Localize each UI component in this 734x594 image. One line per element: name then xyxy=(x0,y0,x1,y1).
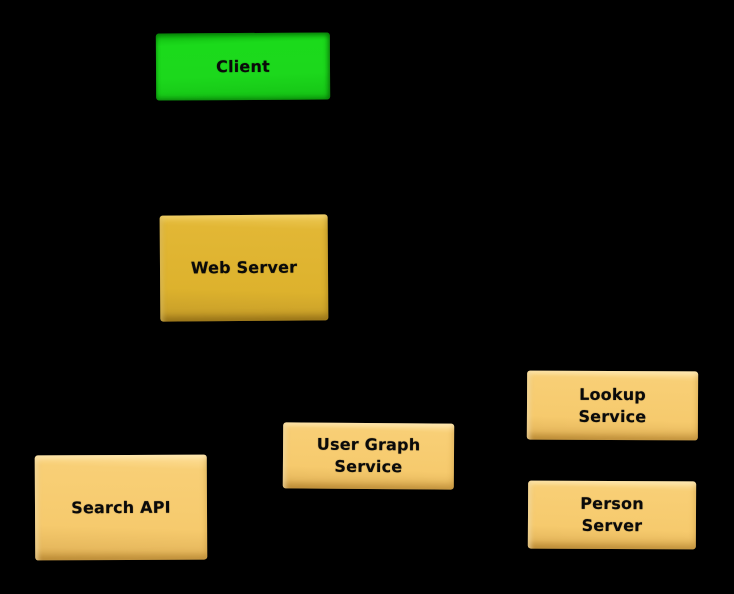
node-label-user-graph-service: User Graph Service xyxy=(316,434,421,477)
node-label-person-server: Person Server xyxy=(580,493,644,536)
node-user-graph-service: User Graph Service xyxy=(282,422,455,490)
node-label-web-server: Web Server xyxy=(190,257,298,278)
node-person-server: Person Server xyxy=(527,480,697,550)
node-lookup-service: Lookup Service xyxy=(526,370,699,441)
node-label-lookup-service: Lookup Service xyxy=(578,384,647,426)
node-label-client: Client xyxy=(216,56,270,76)
node-search-api: Search API xyxy=(34,454,208,561)
node-label-search-api: Search API xyxy=(71,497,171,517)
node-client: Client xyxy=(155,32,331,101)
node-web-server: Web Server xyxy=(159,214,329,322)
